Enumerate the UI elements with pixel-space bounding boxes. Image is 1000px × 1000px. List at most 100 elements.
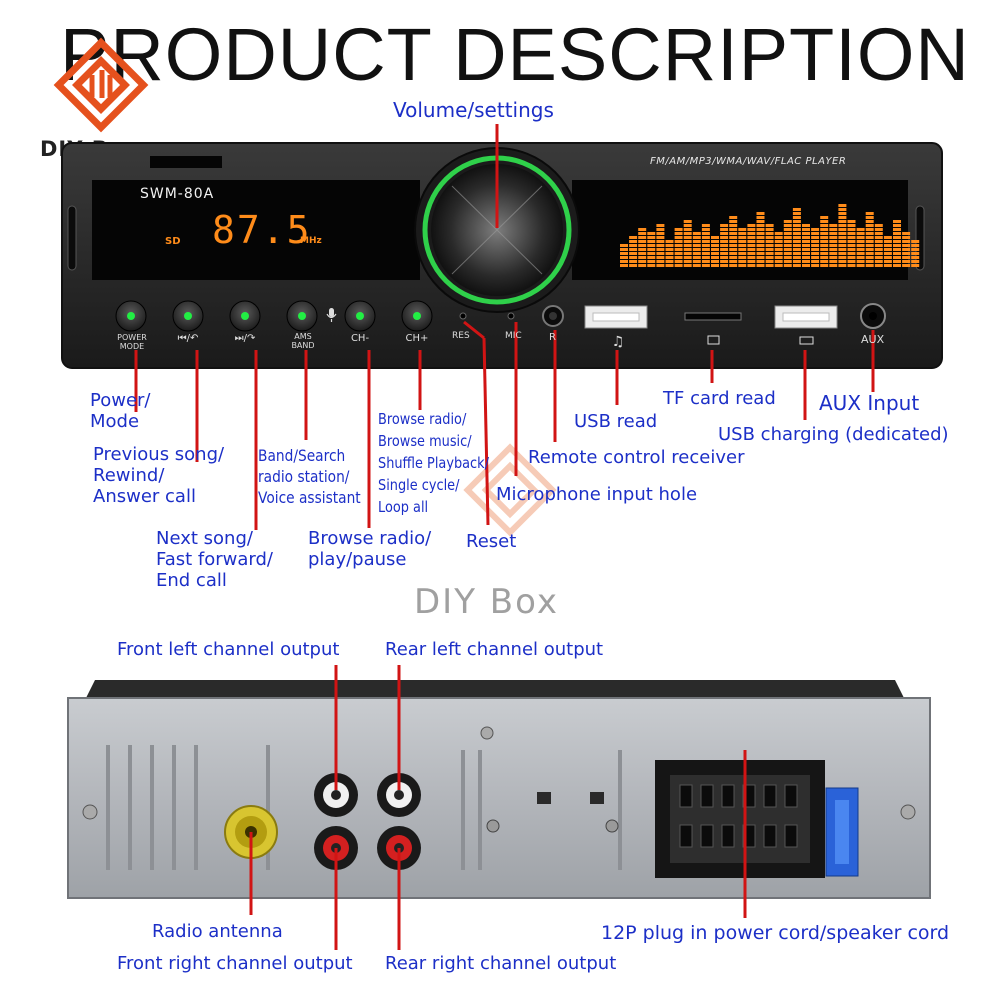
equalizer-segment xyxy=(874,224,883,227)
equalizer-segment xyxy=(638,252,647,255)
equalizer-segment xyxy=(893,264,901,267)
equalizer-segment xyxy=(820,244,829,247)
equalizer-segment xyxy=(747,232,756,235)
equalizer-segment xyxy=(701,236,710,239)
equalizer-segment xyxy=(765,264,774,267)
equalizer-segment xyxy=(847,244,856,247)
connector-pin xyxy=(721,824,735,848)
equalizer-segment xyxy=(711,252,719,255)
equalizer-segment xyxy=(865,248,874,251)
equalizer-segment xyxy=(811,228,820,231)
equalizer-segment xyxy=(674,248,683,251)
reset-hole[interactable] xyxy=(459,312,467,320)
equalizer-segment xyxy=(902,232,911,235)
equalizer-segment xyxy=(783,224,792,227)
equalizer-segment xyxy=(638,256,647,259)
equalizer-segment xyxy=(802,244,810,247)
middle-vents xyxy=(461,750,622,870)
equalizer-segment xyxy=(874,264,883,267)
equalizer-segment xyxy=(729,252,738,255)
equalizer-segment xyxy=(847,252,856,255)
equalizer-segment xyxy=(783,256,792,259)
equalizer-segment xyxy=(638,260,647,263)
power-mode-button[interactable] xyxy=(115,300,147,332)
equalizer-segment xyxy=(656,224,665,227)
equalizer-segment xyxy=(856,264,865,267)
equalizer-segment xyxy=(665,244,674,247)
equalizer-segment xyxy=(856,232,865,235)
equalizer-segment xyxy=(729,264,738,267)
equalizer-segment xyxy=(792,232,801,235)
ams-band-button[interactable] xyxy=(286,300,318,332)
equalizer-segment xyxy=(720,252,729,255)
equalizer-segment xyxy=(720,240,729,243)
equalizer-segment xyxy=(683,236,692,239)
equalizer-segment xyxy=(756,236,765,239)
equalizer-segment xyxy=(865,240,874,243)
mic-icon xyxy=(326,308,337,322)
equalizer-segment xyxy=(738,260,747,263)
equalizer-segment xyxy=(838,236,847,239)
equalizer-segment xyxy=(738,264,747,267)
ams-band-label: AMS BAND xyxy=(291,332,315,350)
equalizer-segment xyxy=(911,264,920,267)
equalizer-segment xyxy=(792,252,801,255)
formats-label: FM/AM/MP3/WMA/WAV/FLAC PLAYER xyxy=(650,156,847,167)
callout-browse-music: Browse radio/ Browse music/ Shuffle Play… xyxy=(378,410,489,516)
callout-reset: Reset xyxy=(466,531,517,552)
equalizer-segment xyxy=(811,240,820,243)
equalizer-segment xyxy=(874,236,883,239)
equalizer-segment xyxy=(765,248,774,251)
equalizer-segment xyxy=(692,248,701,251)
equalizer-segment xyxy=(647,240,656,243)
equalizer-segment xyxy=(711,260,719,263)
ch-minus-button[interactable] xyxy=(344,300,376,332)
prev-button[interactable] xyxy=(172,300,204,332)
equalizer-segment xyxy=(883,264,892,267)
front-left-rca[interactable] xyxy=(314,773,358,817)
equalizer-segment xyxy=(829,248,838,251)
tf-card-slot[interactable] xyxy=(684,312,742,321)
rear-left-rca[interactable] xyxy=(377,773,421,817)
equalizer-segment xyxy=(683,220,692,223)
equalizer-segment xyxy=(829,224,838,227)
equalizer-segment xyxy=(838,256,847,259)
equalizer-segment xyxy=(865,224,874,227)
iso-12p-connector[interactable] xyxy=(655,760,825,878)
equalizer-segment xyxy=(629,240,638,243)
equalizer-segment xyxy=(656,264,665,267)
equalizer-segment xyxy=(874,228,883,231)
equalizer-segment xyxy=(747,244,756,247)
equalizer-segment xyxy=(765,236,774,239)
equalizer-segment xyxy=(792,264,801,267)
equalizer-segment xyxy=(838,244,847,247)
equalizer-segment xyxy=(729,232,738,235)
battery-icon xyxy=(799,336,814,345)
equalizer-segment xyxy=(620,264,628,267)
equalizer-segment xyxy=(802,256,810,259)
callout-usb-read: USB read xyxy=(574,411,658,432)
equalizer-segment xyxy=(829,256,838,259)
equalizer-segment xyxy=(729,220,738,223)
equalizer-segment xyxy=(765,240,774,243)
equalizer-segment xyxy=(765,244,774,247)
equalizer-segment xyxy=(683,232,692,235)
equalizer-segment xyxy=(865,212,874,215)
ch-plus-button[interactable] xyxy=(401,300,433,332)
equalizer-segment xyxy=(783,232,792,235)
equalizer-segment xyxy=(829,228,838,231)
callout-tf-read: TF card read xyxy=(663,388,776,409)
next-button[interactable] xyxy=(229,300,261,332)
equalizer-segment xyxy=(683,248,692,251)
callout-previous: Previous song/ Rewind/ Answer call xyxy=(93,444,225,507)
top-screw xyxy=(480,726,494,740)
equalizer-segment xyxy=(629,236,638,239)
equalizer-segment xyxy=(638,240,647,243)
mic-label: MIC xyxy=(505,331,522,341)
ch-plus-label: CH+ xyxy=(405,333,429,344)
rear-top-edge xyxy=(85,680,905,700)
equalizer-segment xyxy=(756,220,765,223)
equalizer-segment xyxy=(656,236,665,239)
equalizer-segment xyxy=(865,264,874,267)
equalizer-segment xyxy=(838,216,847,219)
